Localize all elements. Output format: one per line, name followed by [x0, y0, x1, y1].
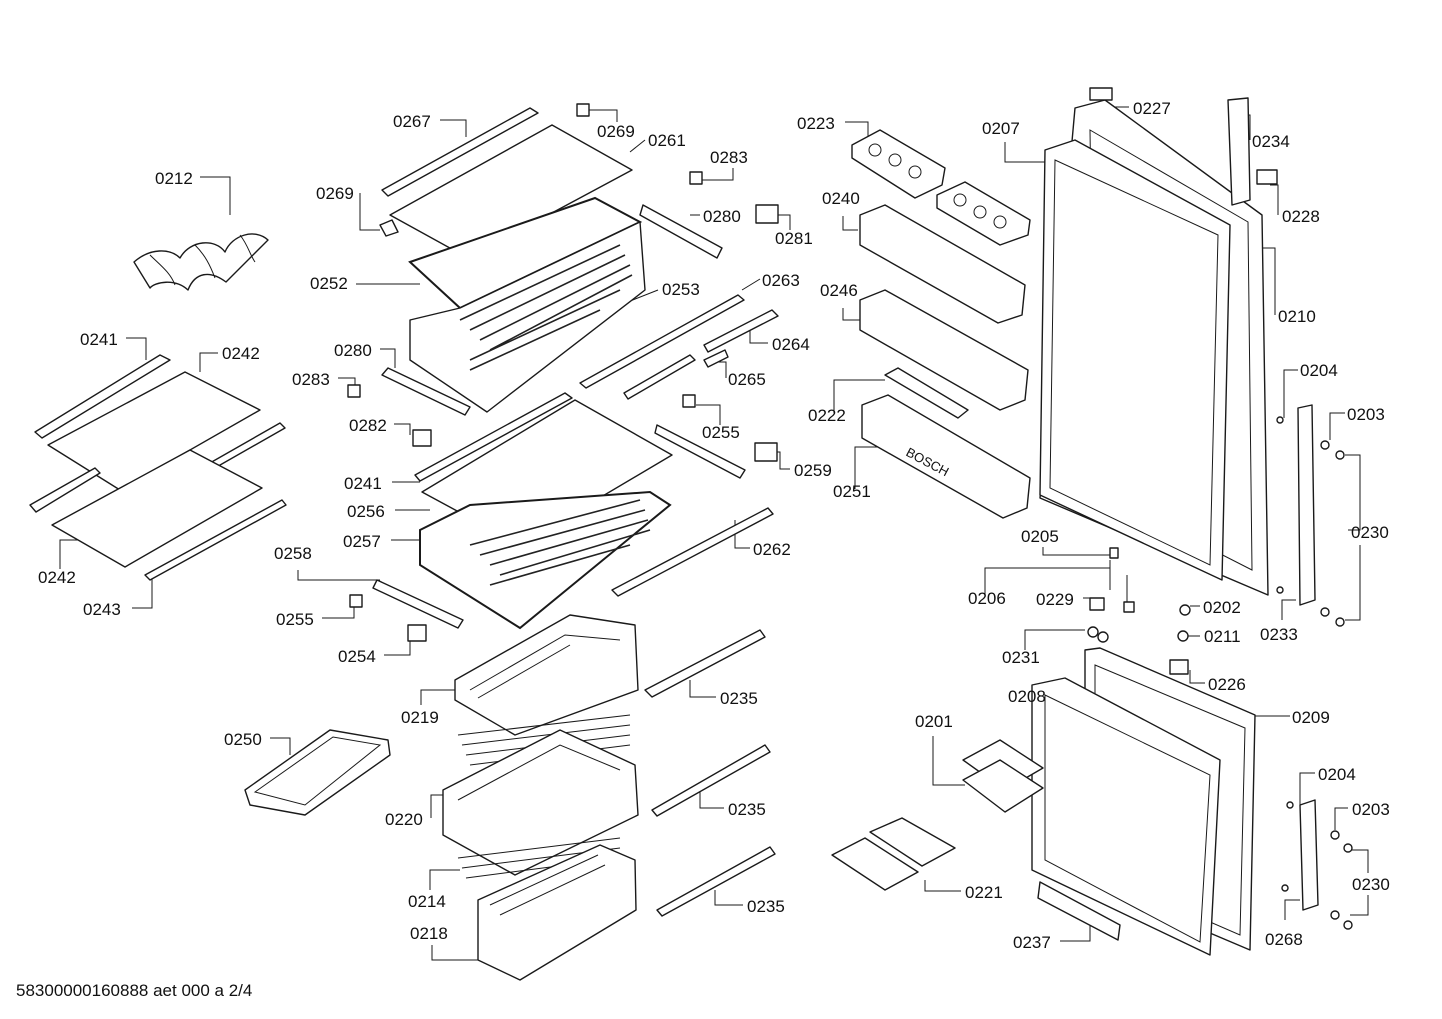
- part-label-0234: 0234: [1252, 132, 1290, 151]
- door-handle-lower: [1281, 799, 1353, 930]
- part-label-0220: 0220: [385, 810, 423, 829]
- part-label-0269: 0269: [597, 122, 635, 141]
- part-label-0218: 0218: [410, 924, 448, 943]
- part-label-0237: 0237: [1013, 933, 1051, 952]
- part-label-0246: 0246: [820, 281, 858, 300]
- door-handle-upper: [1276, 404, 1345, 627]
- part-label-0241: 0241: [344, 474, 382, 493]
- part-label-0253: 0253: [662, 280, 700, 299]
- part-label-0250: 0250: [224, 730, 262, 749]
- part-label-0201: 0201: [915, 712, 953, 731]
- part-label-0262: 0262: [753, 540, 791, 559]
- part-label-0221: 0221: [965, 883, 1003, 902]
- drawing-number: 58300000160888 aet 000 a 2/4: [16, 981, 253, 1000]
- part-label-0207: 0207: [982, 119, 1020, 138]
- part-label-0264: 0264: [772, 335, 810, 354]
- part-label-0235: 0235: [728, 800, 766, 819]
- part-label-0231: 0231: [1002, 648, 1040, 667]
- part-label-0261: 0261: [648, 131, 686, 150]
- part-label-0229: 0229: [1036, 590, 1074, 609]
- ice-trays: [831, 739, 1044, 891]
- part-label-0242: 0242: [38, 568, 76, 587]
- part-label-0268: 0268: [1265, 930, 1303, 949]
- fridge-door: [1039, 87, 1278, 675]
- part-label-0282: 0282: [349, 416, 387, 435]
- part-label-0254: 0254: [338, 647, 376, 666]
- part-label-0223: 0223: [797, 114, 835, 133]
- part-label-0230: 0230: [1351, 523, 1389, 542]
- glass-shelf-upper: [29, 354, 287, 581]
- part-label-0280: 0280: [703, 207, 741, 226]
- part-label-0233: 0233: [1260, 625, 1298, 644]
- part-label-0257: 0257: [343, 532, 381, 551]
- part-label-0281: 0281: [775, 229, 813, 248]
- door-bins: [851, 129, 1031, 519]
- part-label-0227: 0227: [1133, 99, 1171, 118]
- part-label-0226: 0226: [1208, 675, 1246, 694]
- part-label-0214: 0214: [408, 892, 446, 911]
- part-label-0269: 0269: [316, 184, 354, 203]
- part-label-0228: 0228: [1282, 207, 1320, 226]
- part-label-0280: 0280: [334, 341, 372, 360]
- part-label-0211: 0211: [1204, 627, 1241, 646]
- part-label-0259: 0259: [794, 461, 832, 480]
- part-label-0203: 0203: [1347, 405, 1385, 424]
- part-label-0241: 0241: [80, 330, 118, 349]
- part-label-0240: 0240: [822, 189, 860, 208]
- part-label-0267: 0267: [393, 112, 431, 131]
- small-tray: [244, 729, 391, 816]
- part-label-0256: 0256: [347, 502, 385, 521]
- bottle-rack: [133, 233, 269, 291]
- part-label-0283: 0283: [710, 148, 748, 167]
- part-label-0263: 0263: [762, 271, 800, 290]
- part-label-0208: 0208: [1008, 687, 1046, 706]
- freezer-drawers: [442, 614, 776, 981]
- part-label-0222: 0222: [808, 406, 846, 425]
- part-label-0251: 0251: [833, 482, 871, 501]
- part-label-0283: 0283: [292, 370, 330, 389]
- part-label-0235: 0235: [747, 897, 785, 916]
- part-label-0204: 0204: [1318, 765, 1356, 784]
- part-label-0212: 0212: [155, 169, 193, 188]
- part-label-0209: 0209: [1292, 708, 1330, 727]
- freezer-door: [1031, 647, 1256, 956]
- part-label-0258: 0258: [274, 544, 312, 563]
- part-label-0252: 0252: [310, 274, 348, 293]
- part-label-0206: 0206: [968, 589, 1006, 608]
- part-label-0202: 0202: [1203, 598, 1241, 617]
- part-label-0203: 0203: [1352, 800, 1390, 819]
- part-label-0255: 0255: [702, 423, 740, 442]
- part-label-0265: 0265: [728, 370, 766, 389]
- chill-drawer-upper: [347, 103, 779, 447]
- part-label-0243: 0243: [83, 600, 121, 619]
- part-label-0205: 0205: [1021, 527, 1059, 546]
- part-label-0204: 0204: [1300, 361, 1338, 380]
- chill-drawer-lower: [349, 392, 778, 642]
- part-label-0255: 0255: [276, 610, 314, 629]
- part-label-0230: 0230: [1352, 875, 1390, 894]
- part-number-labels: 0267 0269 0261 0283 0212 0269 0280 0281 0252 0263…: [38, 99, 1390, 952]
- part-label-0242: 0242: [222, 344, 260, 363]
- part-label-0219: 0219: [401, 708, 439, 727]
- part-label-0210: 0210: [1278, 307, 1316, 326]
- part-label-0235: 0235: [720, 689, 758, 708]
